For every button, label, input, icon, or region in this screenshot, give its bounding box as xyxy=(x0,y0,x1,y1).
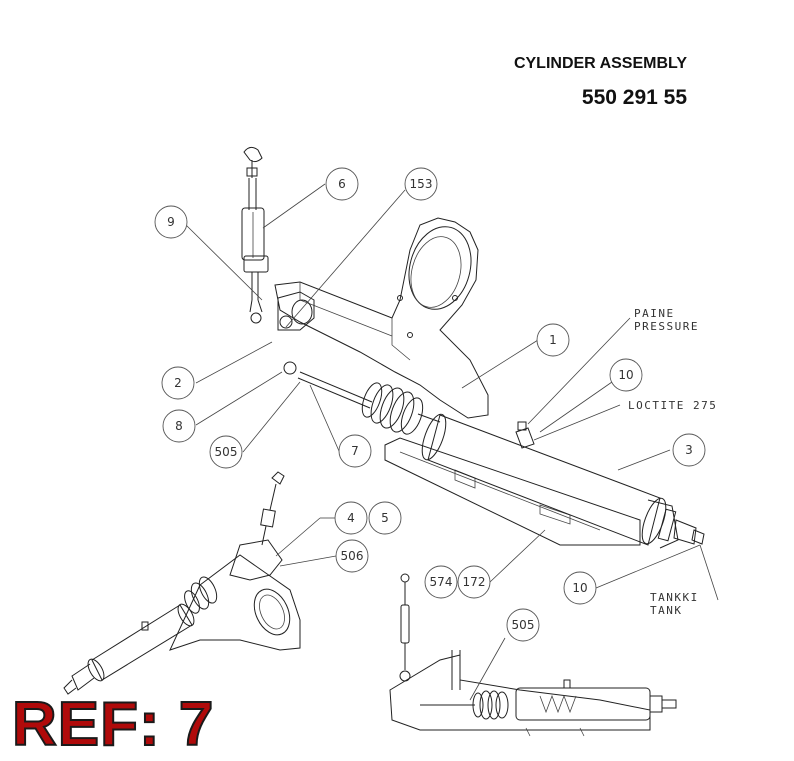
callout-3: 3 xyxy=(672,433,706,467)
callout-label: 153 xyxy=(410,177,433,191)
callout-label: 7 xyxy=(351,444,359,458)
callout-506: 506 xyxy=(335,539,369,573)
tank-note-line2: TANK xyxy=(650,604,683,617)
callout-label: 9 xyxy=(167,215,175,229)
callout-8: 8 xyxy=(162,409,196,443)
base-plate xyxy=(384,437,641,546)
callout-label: 10 xyxy=(572,581,587,595)
part-number: 550 291 55 xyxy=(581,86,687,109)
reference-label: REF: 7 xyxy=(11,690,215,759)
pressure-note-line1: PAINE xyxy=(634,307,675,320)
callout-10-top: 10 xyxy=(609,358,643,392)
callout-153: 153 xyxy=(404,167,438,201)
callout-6: 6 xyxy=(325,167,359,201)
callout-label: 574 xyxy=(430,575,453,589)
hydraulic-cylinder xyxy=(421,413,705,549)
callout-9: 9 xyxy=(154,205,188,239)
callout-7: 7 xyxy=(338,434,372,468)
callout-label: 6 xyxy=(338,177,346,191)
mounting-bracket xyxy=(274,217,489,419)
assembly-title: CYLINDER ASSEMBLY xyxy=(513,55,687,72)
callout-label: 4 xyxy=(347,511,355,525)
callout-label: 172 xyxy=(463,575,486,589)
vertical-rod xyxy=(241,146,269,324)
pressure-note-line2: PRESSURE xyxy=(634,320,699,333)
tank-note-line1: TANKKI xyxy=(650,591,699,604)
callout-label: 506 xyxy=(341,549,364,563)
callout-4: 4 xyxy=(334,501,368,535)
callout-label: 5 xyxy=(381,511,389,525)
callout-505-bottom: 505 xyxy=(506,608,540,642)
callout-5: 5 xyxy=(368,501,402,535)
callout-label: 1 xyxy=(549,333,557,347)
leader-lines xyxy=(185,183,719,601)
callout-1: 1 xyxy=(536,323,570,357)
callout-2: 2 xyxy=(161,366,195,400)
loctite-note: LOCTITE 275 xyxy=(628,399,717,412)
callout-505-top: 505 xyxy=(209,435,243,469)
leader-lines-left-view xyxy=(275,517,337,567)
callout-label: 10 xyxy=(618,368,633,382)
callout-label: 2 xyxy=(174,376,182,390)
pivot-block xyxy=(277,291,315,375)
callout-172: 172 xyxy=(457,565,491,599)
main-assembly xyxy=(185,146,719,601)
secondary-view-right xyxy=(389,573,677,737)
callout-574: 574 xyxy=(424,565,458,599)
callout-label: 3 xyxy=(685,443,693,457)
secondary-view-left xyxy=(63,471,301,695)
callout-label: 505 xyxy=(512,618,535,632)
bellows-boot xyxy=(297,371,441,435)
callout-label: 8 xyxy=(175,419,183,433)
callout-10-bottom: 10 xyxy=(563,571,597,605)
callout-label: 505 xyxy=(215,445,238,459)
